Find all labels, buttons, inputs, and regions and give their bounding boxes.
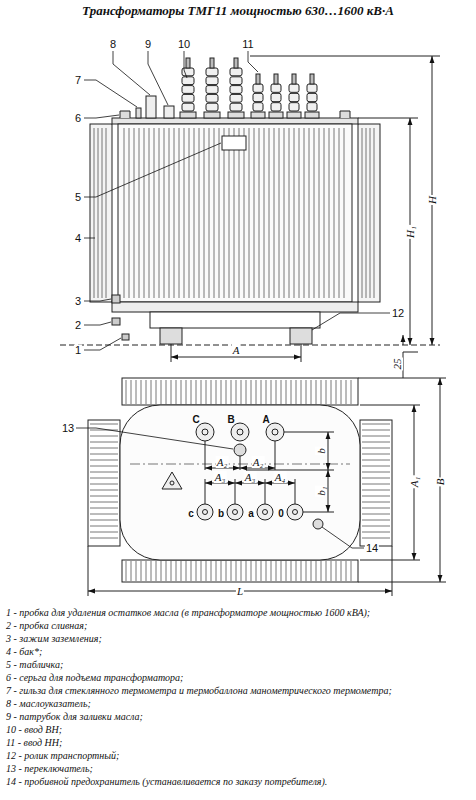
part-note: 2 - пробка сливная; — [6, 619, 472, 632]
roller — [160, 328, 182, 344]
fins-bottom — [122, 560, 358, 582]
dimension-label: b — [315, 447, 327, 455]
thermometer-sleeve — [136, 108, 141, 118]
dimension-label: A₂ — [252, 456, 265, 468]
bushing — [251, 74, 265, 118]
bushing — [204, 58, 220, 118]
drain-plug — [112, 318, 120, 325]
part-note: 8 - маслоуказатель; — [6, 697, 472, 710]
callout-number: 7 — [74, 75, 82, 86]
phase-label: 0 — [277, 508, 285, 519]
part-note: 1 - пробка для удаления остатков масла (… — [6, 606, 472, 619]
fill-pipe — [164, 106, 174, 118]
part-note: 3 - зажим заземления; — [6, 632, 472, 645]
callout-number: 13 — [61, 423, 75, 434]
phase-label: B — [226, 414, 235, 425]
dimension-label: H — [426, 195, 438, 205]
part-note: 14 - пробивной предохранитель (устанавли… — [6, 775, 472, 788]
ground-clamp — [112, 295, 120, 303]
cover — [112, 118, 358, 124]
part-note: 7 - гильза для стеклянного термометра и … — [6, 684, 472, 697]
dimension-label: A — [232, 344, 241, 356]
bushing — [287, 74, 301, 118]
phase-label: b — [217, 508, 225, 519]
dimension-label: H₁ — [404, 225, 416, 239]
radiator-left-top — [88, 420, 120, 546]
radiator-right — [358, 124, 380, 302]
dimension-label: A₁ — [408, 476, 420, 489]
callout-number: 6 — [74, 113, 82, 124]
callout-number: 3 — [74, 296, 82, 307]
leader-lines — [76, 51, 390, 548]
base-frame — [150, 312, 320, 328]
tap-switch — [234, 444, 246, 456]
callout-number: 10 — [177, 39, 191, 50]
dimension-label: A₃ — [244, 471, 257, 483]
radiator-left — [90, 124, 112, 302]
callout-number: 11 — [241, 39, 254, 50]
phase-label: C — [191, 414, 200, 425]
title: Трансформаторы ТМГ11 мощностью 630…1600 … — [0, 3, 476, 19]
nameplate — [222, 136, 246, 150]
radiator-right-top — [360, 420, 392, 546]
oil-plug — [122, 334, 129, 340]
dimension-label: A₃ — [214, 471, 227, 483]
callout-number: 5 — [74, 192, 82, 203]
tank-bottom — [112, 302, 358, 312]
part-note: 11 - ввод НН; — [6, 736, 472, 749]
lifting-lug — [340, 111, 350, 118]
callout-number: 14 — [365, 543, 379, 554]
part-note: 12 - ролик транспортный; — [6, 749, 472, 762]
dimension-label: L — [236, 585, 244, 597]
callout-number: 8 — [109, 39, 117, 50]
roller — [290, 328, 312, 344]
breakdown-fuse — [313, 519, 323, 529]
lifting-lug — [120, 111, 130, 118]
callout-number: 1 — [74, 345, 82, 356]
dimension-label: A₂ — [216, 456, 229, 468]
part-note: 9 - патрубок для заливки масла; — [6, 710, 472, 723]
dimension-label: 25 — [391, 358, 403, 371]
dimension-label: b₁ — [315, 485, 327, 496]
part-note: 5 - табличка; — [6, 658, 472, 671]
part-note: 13 - переключатель; — [6, 762, 472, 775]
part-note: 6 - серьга для подъема трансформатора; — [6, 671, 472, 684]
bushing — [228, 58, 244, 118]
tank — [118, 124, 352, 302]
bushing — [269, 74, 283, 118]
phase-label: c — [187, 508, 195, 519]
dimension-label: B — [434, 478, 446, 487]
oil-gauge — [146, 96, 156, 118]
callout-number: 9 — [144, 39, 152, 50]
callout-number: 2 — [74, 320, 82, 331]
part-note: 4 - бак*; — [6, 645, 472, 658]
phase-label: a — [247, 508, 255, 519]
callout-number: 12 — [391, 308, 405, 319]
tank-top — [120, 405, 360, 560]
bushing — [305, 74, 319, 118]
parts-list: 1 - пробка для удаления остатков масла (… — [6, 606, 472, 788]
phase-label: A — [261, 414, 270, 425]
callout-number: 4 — [74, 233, 82, 244]
part-note: 10 - ввод ВН; — [6, 723, 472, 736]
fins-top — [122, 378, 358, 405]
dimension-label: A₄ — [274, 471, 287, 483]
bushing — [180, 58, 196, 118]
